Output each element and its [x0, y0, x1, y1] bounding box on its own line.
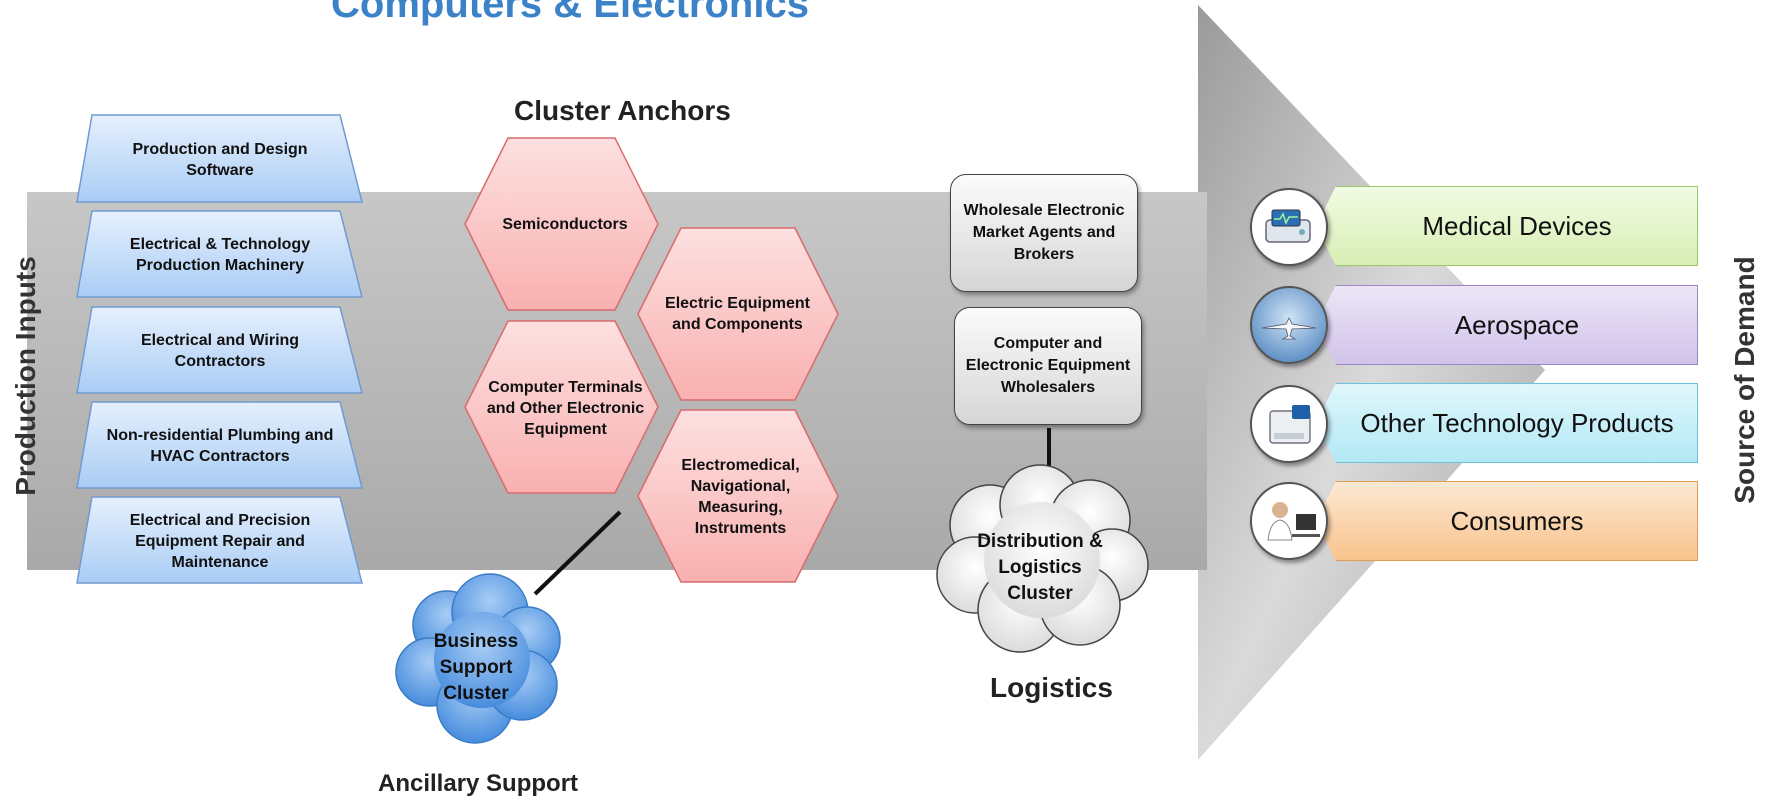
distribution-cloud-shape: [936, 464, 1149, 653]
business-connector-line: [533, 510, 622, 596]
hex-electromedical: [637, 409, 839, 583]
input-box-3: [76, 306, 363, 394]
input-label-4: Non-residential Plumbing and HVAC Contra…: [106, 427, 334, 465]
input-label-5: Electrical and Precision Equipment Repai…: [129, 511, 311, 571]
demand-label-medical-devices: Medical Devices: [1422, 210, 1612, 241]
cluster-anchor-hexagons: [464, 137, 839, 583]
input-label-2: Electrical & Technology Production Machi…: [129, 236, 311, 274]
ancillary-support-label: Ancillary Support: [378, 770, 579, 797]
demand-label-other-technology: Other Technology Products: [1360, 407, 1674, 438]
anchor-label-electromedical: Electromedical, Navigational, Measuring,…: [681, 457, 800, 537]
input-label-1: Production and Design Software: [132, 141, 308, 179]
demand-aerospace: Aerospace: [1316, 285, 1698, 365]
business-cloud-label: Business Support Cluster: [433, 631, 519, 704]
wholesale-agents-box: Wholesale Electronic Market Agents and B…: [950, 174, 1138, 292]
anchor-label-semiconductors: Semiconductors: [502, 215, 628, 233]
diagram-title: Computers & Electronics: [331, 0, 809, 26]
input-label-3: Electrical and Wiring Contractors: [140, 332, 300, 370]
demand-other-technology: Other Technology Products: [1316, 383, 1698, 463]
airplane-icon: [1250, 286, 1328, 364]
input-box-2: [76, 210, 363, 298]
hex-semiconductors: [464, 137, 659, 311]
cluster-anchors-label: Cluster Anchors: [514, 95, 731, 126]
demand-label-consumers: Consumers: [1450, 505, 1584, 536]
hex-computer-terminals: [464, 320, 659, 494]
anchor-label-computer-terminals: Computer Terminals and Other Electronic …: [486, 378, 645, 438]
demand-label-aerospace: Aerospace: [1454, 309, 1580, 340]
hex-electric-equipment: [637, 227, 839, 401]
distribution-cloud-label: Distribution & Logistics Cluster: [977, 531, 1103, 604]
anchor-label-electric-equipment: Electric Equipment and Components: [665, 295, 810, 333]
logistics-label: Logistics: [990, 672, 1113, 703]
production-input-shapes: [76, 114, 363, 584]
input-box-5: [76, 496, 363, 584]
input-box-1: [76, 114, 363, 203]
business-cloud-shape: [395, 573, 561, 744]
printer-icon: [1250, 385, 1328, 463]
medical-device-icon: [1250, 188, 1328, 266]
demand-consumers: Consumers: [1316, 481, 1698, 561]
consumer-person-icon: [1250, 482, 1328, 560]
equipment-wholesalers-box: Computer and Electronic Equipment Wholes…: [954, 307, 1142, 425]
input-box-4: [76, 401, 363, 489]
demand-medical-devices: Medical Devices: [1316, 186, 1698, 266]
